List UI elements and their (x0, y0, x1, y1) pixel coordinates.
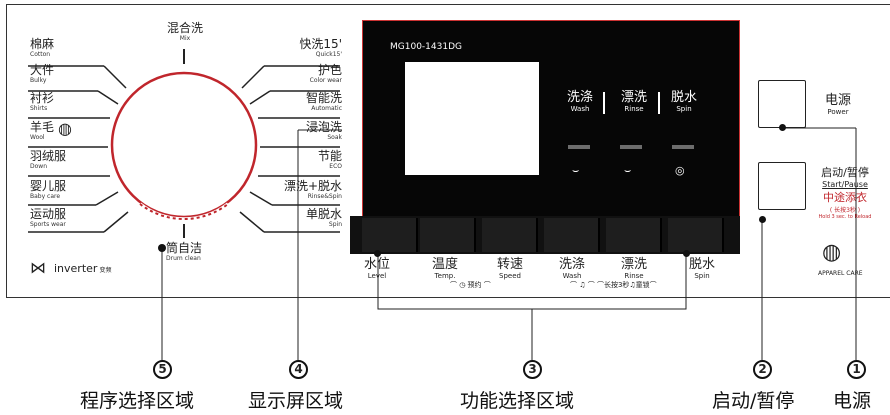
rinse-button[interactable] (606, 218, 662, 252)
callout-power: 电源 (833, 390, 872, 412)
start-callout-dot (759, 216, 766, 223)
brand-logo-icon: ⋈ (30, 258, 46, 277)
led-wash (568, 145, 590, 149)
reload-label: 中途添衣 (823, 191, 867, 204)
callout-start-pause: 启动/暂停 (712, 390, 795, 412)
reserve-note: ⌒ ◷ 预约 ⌒ (450, 281, 491, 289)
temp-button[interactable] (420, 218, 476, 252)
program-dial-ring (110, 71, 258, 219)
level-button[interactable] (362, 218, 418, 252)
reload-hint-en: Hold 3 sec. to Reload (818, 214, 872, 220)
wash-button[interactable] (544, 218, 600, 252)
start-pause-en-label: Start/Pause (822, 180, 868, 189)
function-callout-dot-left (374, 250, 381, 257)
start-pause-label-group: 启动/暂停 Start/Pause 中途添衣 ( 长按3秒 ) Hold 3 s… (810, 164, 880, 220)
apparel-care-icon: ◍ (822, 240, 842, 265)
led-spin (672, 145, 694, 149)
wash-tub-icon: ⌣ (572, 164, 580, 177)
start-pause-label: 启动/暂停 (821, 166, 869, 179)
led-rinse (620, 145, 642, 149)
apparel-care-text: APPAREL CARE (818, 270, 863, 277)
callout-number-3: 3 (523, 360, 542, 379)
lcd-area (405, 62, 539, 175)
program-quick15[interactable]: 快洗15'Quick15' (299, 37, 342, 59)
mode-separator (603, 92, 605, 114)
spin-button[interactable] (668, 218, 724, 252)
child-lock-note: ⌒ ♫ ⌒ ⌒长按3秒♫童锁⌒ (570, 281, 657, 289)
rinse-tub-icon: ⌣ (624, 164, 632, 177)
power-button[interactable] (758, 80, 806, 128)
callout-number-4: 4 (289, 360, 308, 379)
power-callout-dot (779, 124, 786, 131)
speed-button[interactable] (482, 218, 538, 252)
callout-number-2: 2 (753, 360, 772, 379)
callout-function-area: 功能选择区域 (460, 390, 575, 412)
callout-display-area: 显示屏区域 (248, 390, 344, 412)
callout-number-1: 1 (847, 360, 866, 379)
woolmark-icon: ◍ (58, 119, 72, 138)
spin-drum-icon: ◎ (675, 164, 685, 177)
start-pause-button[interactable] (758, 162, 806, 210)
function-callout-dot-right (683, 250, 690, 257)
program-indicator-dot (158, 244, 166, 252)
reload-hint: ( 长按3秒 ) (829, 207, 861, 214)
callout-program-area: 程序选择区域 (80, 390, 195, 412)
model-number: MG100-1431DG (390, 42, 462, 52)
mode-separator (658, 92, 660, 114)
callout-number-5: 5 (153, 360, 172, 379)
